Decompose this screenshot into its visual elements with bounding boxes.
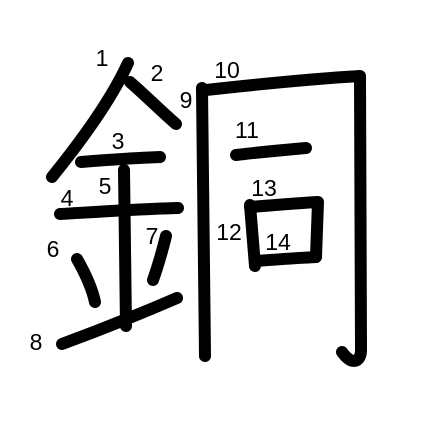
stroke-numbers: 1 2 3 4 5 6 7 8 9 10 11 12 13 14 (30, 45, 291, 355)
stroke-number-3: 3 (112, 128, 125, 154)
stroke-number-7: 7 (146, 223, 159, 249)
stroke-number-9: 9 (180, 87, 193, 113)
stroke-10 (200, 70, 367, 367)
stroke-7 (147, 230, 172, 286)
stroke-number-14: 14 (265, 229, 291, 255)
stroke-4 (54, 202, 184, 220)
stroke-number-6: 6 (47, 236, 60, 262)
stroke-13 (244, 196, 324, 263)
stroke-number-4: 4 (61, 185, 74, 211)
stroke-2 (124, 76, 182, 130)
stroke-8 (56, 292, 183, 350)
stroke-number-12: 12 (216, 219, 242, 245)
stroke-14 (251, 251, 322, 267)
stroke-number-5: 5 (99, 173, 112, 199)
stroke-number-8: 8 (30, 329, 43, 355)
strokes (46, 57, 367, 367)
stroke-11 (230, 142, 312, 161)
stroke-number-1: 1 (96, 45, 109, 71)
stroke-1 (46, 57, 134, 183)
stroke-number-11: 11 (235, 117, 259, 143)
stroke-number-13: 13 (251, 175, 277, 201)
stroke-6 (71, 253, 101, 308)
stroke-number-10: 10 (214, 57, 240, 83)
stroke-number-2: 2 (151, 60, 164, 86)
stroke-5 (118, 164, 132, 332)
stroke-3 (75, 151, 166, 168)
stroke-9 (196, 82, 211, 362)
